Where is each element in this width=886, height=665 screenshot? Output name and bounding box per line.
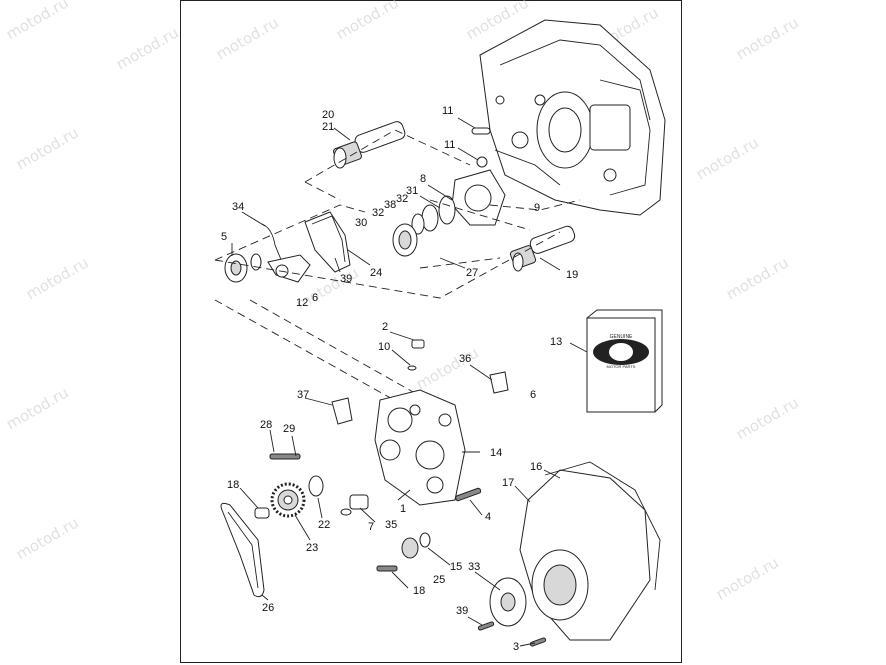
callout-label: 32	[372, 207, 384, 219]
callout-label: 6	[312, 292, 318, 304]
callout-label: 18	[413, 585, 425, 597]
dowel-pin	[471, 127, 491, 168]
callout-label: 20	[322, 109, 334, 121]
callout-label: 38	[384, 199, 396, 211]
watermark: motod.ru	[693, 133, 762, 183]
callout-label: 11	[442, 105, 453, 117]
callout-label: 13	[550, 336, 562, 348]
watermark: motod.ru	[713, 553, 782, 603]
callout-label: 32	[396, 193, 408, 205]
watermark: motod.ru	[3, 383, 72, 433]
watermark: motod.ru	[733, 393, 802, 443]
callout-label: 34	[232, 201, 244, 213]
watermark: motod.ru	[13, 123, 82, 173]
callout-label: 4	[485, 511, 491, 523]
callout-label: 25	[433, 574, 445, 586]
callout-label: 2	[382, 321, 388, 333]
callout-label: 11	[444, 139, 455, 151]
watermark: motod.ru	[23, 253, 92, 303]
oil-pump-drive-gear	[270, 482, 306, 518]
callout-label: 21	[322, 121, 334, 133]
rear-camshaft	[332, 121, 406, 169]
watermark: motod.ru	[333, 0, 402, 43]
callout-label: 39	[456, 605, 468, 617]
callout-label: 37	[297, 389, 309, 401]
callout-label: 18	[227, 479, 239, 491]
watermark: motod.ru	[3, 0, 72, 43]
callout-label: 31	[406, 185, 418, 197]
callout-label: 1	[400, 503, 406, 515]
watermark: motod.ru	[413, 343, 482, 393]
crankcase	[479, 19, 666, 216]
callout-label: 23	[306, 542, 318, 554]
callout-label: 35	[385, 519, 397, 531]
small-parts	[254, 339, 547, 647]
callout-label: 19	[566, 269, 578, 281]
callout-label: 9	[534, 202, 540, 214]
sprocket	[489, 577, 527, 627]
watermark: motod.ru	[113, 23, 182, 73]
front-camshaft	[509, 225, 576, 272]
callout-label: 16	[530, 461, 542, 473]
callout-label: 24	[370, 267, 382, 279]
callout-leaders	[231, 117, 588, 647]
callout-label: 22	[318, 519, 330, 531]
callout-label: 26	[262, 602, 274, 614]
callout-label: 10	[378, 341, 390, 353]
callout-label: 29	[283, 423, 295, 435]
cam-cover	[519, 461, 661, 641]
callout-label: 15	[450, 561, 462, 573]
kit-badge-top: GENUINE	[610, 334, 633, 340]
callout-label: 7	[368, 521, 374, 533]
cam-support-plate	[392, 169, 506, 257]
callout-label: 6	[530, 389, 536, 401]
watermark: motod.ru	[13, 513, 82, 563]
bearing	[224, 253, 262, 283]
drive-belt	[220, 502, 265, 598]
callout-labels: 20 21 11 11 8 31 32 38 32 30 9 34 5 39 2…	[221, 105, 578, 653]
callout-label: 8	[420, 173, 426, 185]
callout-label: 17	[502, 477, 514, 489]
oil-pump-body	[374, 389, 466, 506]
callout-label: 39	[340, 273, 352, 285]
callout-label: 30	[355, 217, 367, 229]
callout-label: 3	[513, 641, 519, 653]
gasket-kit-box: GENUINE MOTOR PARTS	[586, 309, 663, 413]
watermark: motod.ru	[723, 253, 792, 303]
chain-tensioner	[261, 223, 311, 283]
callout-label: 14	[490, 447, 502, 459]
callout-label: 36	[459, 353, 471, 365]
callout-label: 28	[260, 419, 272, 431]
watermark: motod.ru	[733, 13, 802, 63]
callout-label: 33	[468, 561, 480, 573]
callout-label: 12	[296, 297, 308, 309]
watermark: motod.ru	[213, 13, 282, 63]
callout-label: 27	[466, 267, 478, 279]
cam-chain	[304, 211, 351, 273]
callout-label: 5	[221, 231, 227, 243]
kit-badge-bottom: MOTOR PARTS	[607, 364, 636, 369]
